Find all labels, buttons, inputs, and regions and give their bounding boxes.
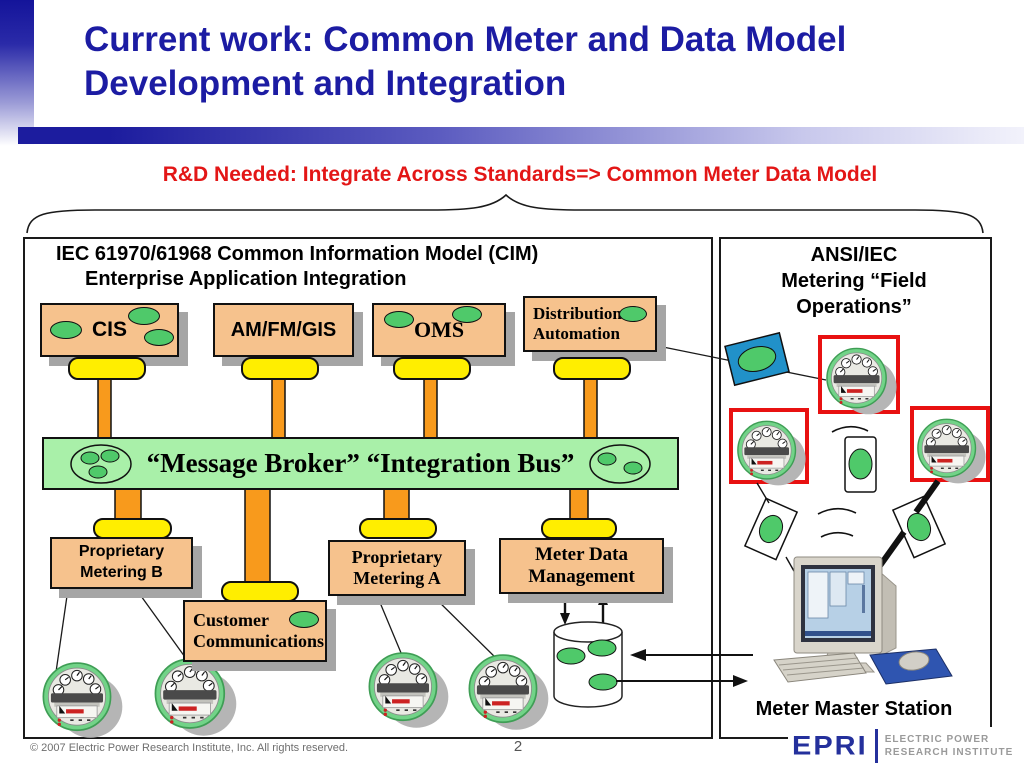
green-component-oval [50, 321, 82, 339]
cim-heading-line1: IEC 61970/61968 Common Information Model… [56, 243, 539, 265]
bus-adapter [553, 357, 631, 380]
copyright-text: © 2007 Electric Power Research Institute… [30, 742, 349, 754]
cust-line1: Customer [193, 610, 269, 631]
integration-bus-bar: “Message Broker” “Integration Bus” [42, 437, 679, 490]
epri-logo-divider [874, 729, 878, 763]
app-box-amfmgis: AM/FM/GIS [213, 303, 354, 357]
da-label-line1: Distribution [533, 304, 622, 324]
green-component-oval [384, 311, 414, 328]
prop-a-line1: Proprietary [351, 547, 443, 568]
bus-adapter [68, 357, 146, 380]
green-component-oval [289, 611, 319, 628]
left-gradient-strip [0, 0, 34, 146]
app-box-cis: CIS [40, 303, 179, 357]
epri-wordmark: EPRI [792, 730, 868, 761]
prop-a-line2: Metering A [353, 568, 441, 588]
meter-master-station-label: Meter Master Station [755, 698, 953, 720]
ansi-iec-title-line3: Operations” [796, 296, 912, 318]
header-divider-bar [18, 127, 1024, 144]
mdm-line1: Meter Data [534, 544, 628, 566]
rd-needed-subtitle: R&D Needed: Integrate Across Standards=>… [162, 163, 878, 186]
mdm-line2: Management [528, 566, 635, 587]
bus-adapter [393, 357, 471, 380]
bus-adapter [541, 518, 617, 539]
slide-title-line1: Current work: Common Meter and Data Mode… [84, 20, 847, 59]
app-box-oms-label: OMS [413, 317, 465, 342]
epri-tagline-line2: RESEARCH INSTITUTE [884, 747, 1014, 758]
ansi-iec-title-line1: ANSI/IEC [810, 244, 898, 266]
app-box-meter-data-management: Meter Data Management [499, 538, 664, 594]
app-box-oms: OMS [372, 303, 506, 357]
green-component-oval [128, 307, 160, 325]
app-box-proprietary-metering-a: Proprietary Metering A [328, 540, 466, 596]
curly-brace [26, 193, 984, 234]
cust-line2: Communications [193, 631, 325, 651]
epri-tagline: ELECTRIC POWER RESEARCH INSTITUTE [885, 733, 1014, 759]
bus-adapter [241, 357, 319, 380]
green-component-oval [452, 306, 482, 323]
bus-node-cluster-icon [589, 443, 652, 484]
prop-b-line2: Metering B [80, 564, 163, 582]
bus-adapter [359, 518, 437, 539]
bus-adapter [221, 581, 299, 602]
bus-adapter [93, 518, 172, 539]
epri-tagline-line1: ELECTRIC POWER [884, 734, 990, 745]
app-box-cis-label: CIS [91, 318, 127, 341]
app-box-customer-communications: Customer Communications [183, 600, 327, 662]
cim-heading-line2: Enterprise Application Integration [85, 268, 407, 290]
ansi-iec-title-line2: Metering “Field [781, 270, 927, 292]
app-box-proprietary-metering-b: Proprietary Metering B [50, 537, 193, 589]
green-component-oval [619, 306, 647, 322]
green-component-oval [144, 329, 174, 346]
slide-title-line2: Development and Integration [84, 64, 567, 103]
prop-b-line1: Proprietary [78, 543, 165, 561]
bus-label: “Message Broker” “Integration Bus” [146, 448, 575, 478]
bus-node-cluster-icon [69, 443, 132, 484]
epri-logo: EPRI ELECTRIC POWER RESEARCH INSTITUTE [788, 727, 1018, 765]
da-label-line2: Automation [533, 324, 620, 343]
page-number: 2 [513, 738, 523, 755]
ansi-iec-title: ANSI/IEC Metering “Field Operations” [724, 242, 984, 320]
app-box-amfmgis-label: AM/FM/GIS [230, 318, 337, 341]
app-box-distribution-automation: Distribution Automation [523, 296, 657, 352]
slide-title: Current work: Common Meter and Data Mode… [84, 18, 1004, 106]
